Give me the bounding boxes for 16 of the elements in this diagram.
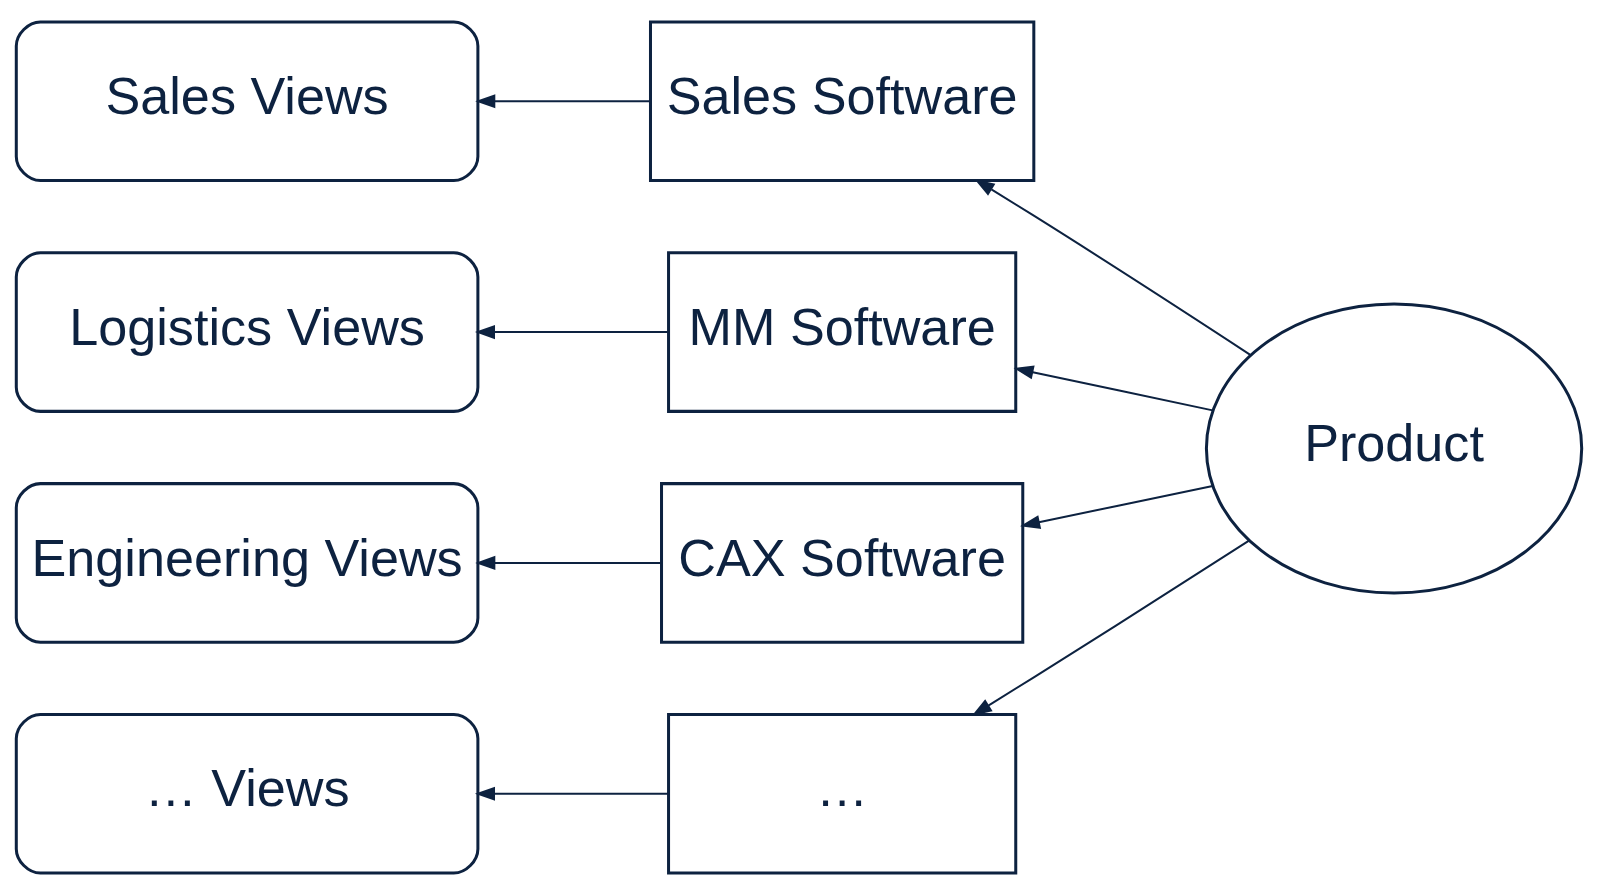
node-box: … — [667, 712, 1018, 874]
arrow — [475, 93, 650, 108]
node-box: … Views — [14, 712, 480, 874]
node-box: Engineering Views — [14, 481, 480, 644]
node-box: Sales Software — [649, 20, 1036, 182]
arrow — [1013, 364, 1213, 411]
arrow — [1020, 484, 1213, 529]
node-ellipse: Product — [1204, 302, 1584, 594]
node-box: CAX Software — [660, 481, 1025, 644]
arrow — [971, 539, 1250, 716]
arrow — [475, 555, 662, 570]
arrow — [474, 786, 669, 801]
node-box: Logistics Views — [14, 250, 480, 413]
node-box: MM Software — [667, 250, 1018, 413]
node-box: Sales Views — [14, 20, 480, 182]
arrow — [474, 324, 669, 339]
